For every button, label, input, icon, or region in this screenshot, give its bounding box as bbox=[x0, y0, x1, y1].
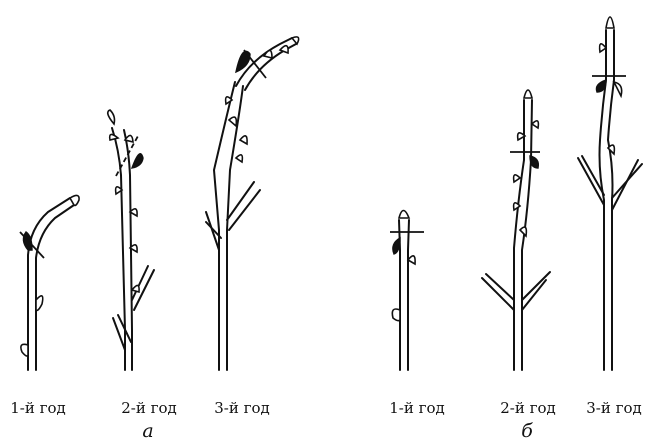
label-a-year2: 2-й год bbox=[121, 399, 177, 417]
bud bbox=[606, 17, 614, 28]
bud bbox=[614, 82, 622, 96]
bud bbox=[292, 37, 299, 44]
bud bbox=[514, 175, 520, 182]
bud bbox=[408, 256, 415, 264]
bud bbox=[608, 145, 614, 154]
bud bbox=[264, 50, 272, 58]
bud bbox=[108, 110, 115, 124]
shoot-a-year2 bbox=[108, 110, 154, 370]
bud bbox=[392, 309, 400, 321]
dark-bud bbox=[393, 238, 400, 254]
bud bbox=[36, 296, 43, 311]
shoot-b-year3 bbox=[578, 17, 642, 370]
panel-label-a: а bbox=[142, 420, 153, 442]
bud bbox=[229, 117, 236, 126]
label-b-year3: 3-й год bbox=[586, 399, 642, 417]
bud bbox=[524, 90, 532, 98]
bud bbox=[132, 285, 139, 292]
label-b-year2: 2-й год bbox=[500, 399, 556, 417]
shoot-b-year1 bbox=[390, 211, 424, 371]
shoot-a-year3 bbox=[206, 37, 299, 370]
label-b-year1: 1-й год bbox=[389, 399, 445, 417]
panel-label-b: б bbox=[521, 420, 533, 442]
dark-bud bbox=[132, 154, 143, 168]
label-a-year1: 1-й год bbox=[10, 399, 66, 417]
bud bbox=[236, 155, 242, 162]
bud bbox=[21, 344, 28, 356]
shoot-b-year2 bbox=[482, 90, 550, 370]
bud bbox=[532, 121, 538, 128]
label-a-year3: 3-й год bbox=[214, 399, 270, 417]
bud bbox=[399, 211, 409, 219]
shoot-a-year1 bbox=[20, 195, 79, 370]
bud bbox=[240, 136, 247, 144]
bud bbox=[110, 134, 118, 140]
